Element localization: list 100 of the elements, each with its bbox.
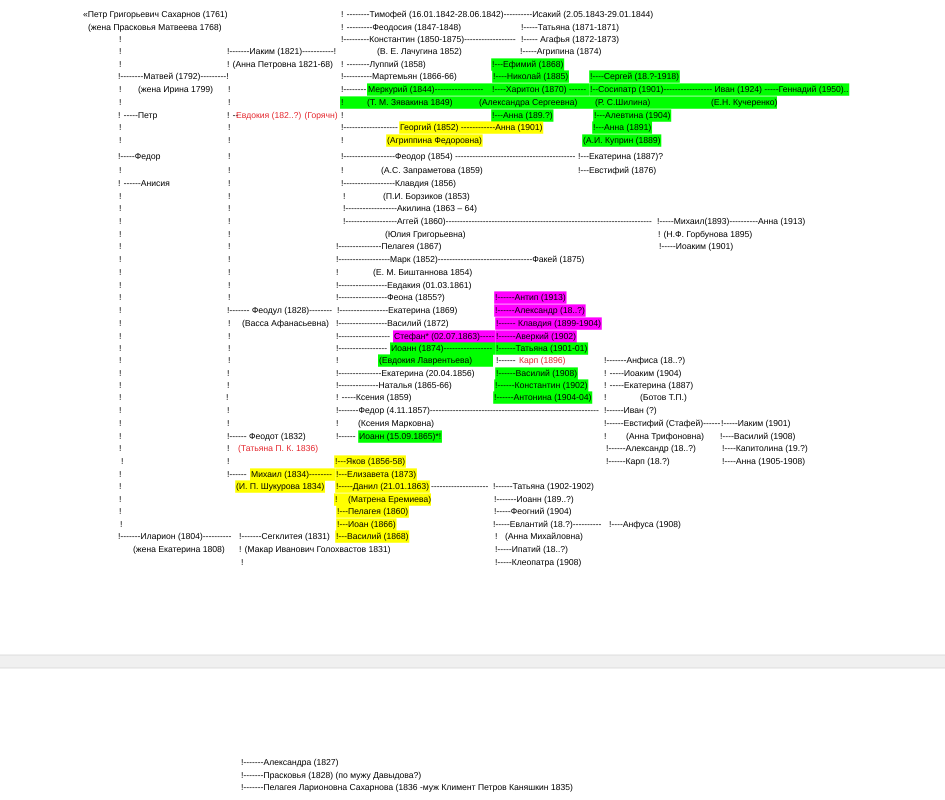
branch-mark: ! — [496, 533, 497, 539]
family-tree-entry: !------Татьяна (1902-1902) — [494, 482, 594, 491]
family-tree-entry: ! --------Тимофей (16.01.1842-28.06.1842)----------Исакий (2.05.1843-29.01.1844) — [342, 10, 653, 19]
family-tree-entry: !------------------Аггей (1860)------------------------------------------------------------------------ — [344, 218, 652, 226]
family-tree-entry: !---------Константин (1850-1875)------------------ — [342, 36, 516, 44]
branch-mark: ! — [228, 99, 230, 105]
branch-mark: ! — [120, 333, 121, 339]
branch-mark: ! — [228, 180, 230, 186]
highlighted-entry: Меркурий (1844)----------------- — [367, 83, 491, 96]
highlighted-entry: !------Александр (18..?) — [494, 304, 586, 317]
family-tree-entry: !-----------------Евдакия (01.03.1861) — [336, 282, 471, 290]
family-tree-entry: Карп (1896) — [520, 356, 565, 365]
family-tree-entry: Евдокия (182..?) (Горячн) — [236, 112, 338, 120]
branch-mark: ! — [120, 382, 121, 388]
family-tree-entry: !------------------Клавдия (1856) — [342, 180, 456, 188]
family-tree-entry: ! (Анна Петровна 1821-68) — [228, 60, 332, 69]
branch-mark: ! — [228, 357, 230, 363]
branch-mark: ! — [228, 458, 229, 464]
family-tree-entry: !-----Агрипина (1874) — [520, 48, 601, 56]
branch-mark: ! — [344, 193, 345, 199]
family-tree-entry: !------------------Акилина (1863 – 64) — [344, 204, 476, 213]
family-tree-entry: ! -----Иоаким (1904) — [604, 370, 681, 378]
branch-mark: ! — [228, 205, 230, 211]
highlighted-entry: !------Антонина (1904-04) — [493, 391, 592, 404]
family-tree-entry: !-------Иларион (1804)---------- — [118, 532, 232, 541]
highlighted-entry: !----Николай (1885) — [492, 70, 569, 83]
highlighted-entry: !---Яков (1856-58) — [334, 455, 406, 468]
highlighted-entry: !---Анна (189.?) — [491, 109, 554, 122]
branch-mark: ! — [336, 420, 338, 426]
family-tree-entry: !-----Ипатий (18..?) — [496, 546, 568, 554]
branch-mark: ! — [228, 269, 230, 275]
branch-mark: ! — [228, 370, 229, 376]
branch-mark: ! — [120, 407, 121, 413]
highlighted-entry: (Е.Н. Кучеренко) — [710, 96, 777, 109]
branch-mark: ! — [122, 458, 123, 464]
branch-mark: ! — [228, 243, 230, 249]
dash-connector: !----------------- — [336, 345, 387, 351]
branch-mark: ! — [228, 320, 230, 326]
branch-mark: ! — [120, 99, 121, 105]
highlighted-entry: !---Алевтина (1904) — [593, 109, 672, 122]
branch-mark: ! — [120, 508, 121, 514]
family-tree-entry: (Анна Трифоновна) — [626, 432, 704, 441]
family-tree-entry: !-------Александра (1827) — [242, 758, 338, 767]
dash-connector: !------ — [336, 433, 356, 439]
family-tree-entry: ! ------Анисия — [118, 180, 170, 186]
dash-connector: !------------------ — [336, 333, 390, 339]
branch-mark: ! — [228, 407, 229, 413]
family-tree-entry: !-----------------Екатерина (1869) — [338, 306, 457, 315]
dash-connector: !------ — [496, 357, 516, 363]
family-tree-entry: !-------Анфиса (18..?) — [604, 356, 685, 365]
branch-mark: ! — [120, 193, 121, 199]
branch-mark: ! — [228, 124, 230, 130]
family-tree-entry: !----Анна (1905-1908) — [722, 458, 805, 466]
branch-mark: ! — [334, 493, 347, 506]
family-tree-entry: (Васса Афанасьевна) — [242, 320, 328, 328]
branch-mark: ! — [228, 294, 230, 300]
highlighted-entry: !---Ефимий (1868) — [491, 58, 564, 71]
family-tree-entry: !-------Прасковья (1828) (по мужу Давыдова?) — [242, 772, 421, 780]
family-tree-entry: !------Карп (18.?) — [606, 458, 670, 466]
family-tree-entry: !--------------Наталья (1865-66) — [336, 382, 452, 390]
branch-mark: ! — [120, 307, 121, 313]
branch-mark: ! — [120, 124, 121, 130]
family-tree-entry: !-----Михаил(1893)----------Анна (1913) — [658, 218, 805, 226]
family-tree-entry: !----- Агафья (1872-1873) — [522, 36, 618, 44]
branch-mark: ! — [120, 483, 121, 489]
family-tree-entry: (Ксения Марковна) — [358, 420, 434, 428]
family-tree-entry: !-----Иоаким (1901) — [660, 242, 733, 251]
branch-mark: ! — [120, 243, 121, 249]
family-tree-entry: !------- Феодул (1828)-------- — [228, 306, 332, 315]
dash-connector: !------ — [228, 471, 246, 477]
branch-mark: ! — [120, 205, 121, 211]
branch-mark: ! — [120, 521, 122, 527]
family-tree-entry: !-------Пелагея Ларионовна Сахарнова (1836 -муж Климент Петров Каняшкин 1835) — [242, 784, 572, 792]
family-tree-entry: !-----Федор — [118, 153, 160, 161]
family-tree-entry: !----Анфуса (1908) — [610, 520, 680, 529]
family-tree-entry: !----Капитолина (19.?) — [722, 444, 808, 453]
highlighted-entry: (Евдокия Лаврентьева) — [378, 354, 493, 367]
highlighted-entry: (И. П. Шукурова 1834) — [235, 480, 326, 493]
branch-mark: ! — [336, 357, 338, 363]
family-tree-entry: !---Екатерина (1887)? — [578, 152, 663, 161]
family-tree-entry: (жена Прасковья Матвеева 1768) — [88, 24, 222, 32]
branch-mark: ! — [120, 256, 121, 262]
branch-mark: ! — [228, 137, 230, 143]
family-tree-entry: !----Василий (1908) — [720, 432, 795, 441]
branch-mark: ! — [228, 167, 230, 173]
family-tree-entry: (Юлия Григорьевна) — [386, 230, 465, 239]
family-tree-entry: !-----------------Феона (1855?) — [336, 294, 444, 302]
family-tree-entry: !-----------------Василий (1872) — [336, 320, 448, 328]
branch-mark: ! — [120, 218, 121, 224]
highlighted-entry: Иоанн (1874)----------------- — [390, 342, 495, 355]
branch-mark: ! — [336, 269, 338, 275]
branch-mark: ! — [120, 48, 121, 54]
highlighted-entry: !------Аверкий (1902) — [495, 330, 577, 343]
family-tree-entry: !---------------Екатерина (20.04.1856) — [336, 370, 474, 378]
branch-mark: ! — [120, 137, 121, 143]
family-tree-entry: (Анна Михайловна) — [506, 532, 582, 541]
family-tree-entry: ! -----Ксения (1859) — [336, 394, 411, 402]
family-tree-entry: !--------Матвей (1792)---------! — [118, 72, 228, 81]
highlighted-entry: (Р. С.Шилина) — [594, 96, 710, 109]
branch-mark: ! — [120, 86, 121, 92]
